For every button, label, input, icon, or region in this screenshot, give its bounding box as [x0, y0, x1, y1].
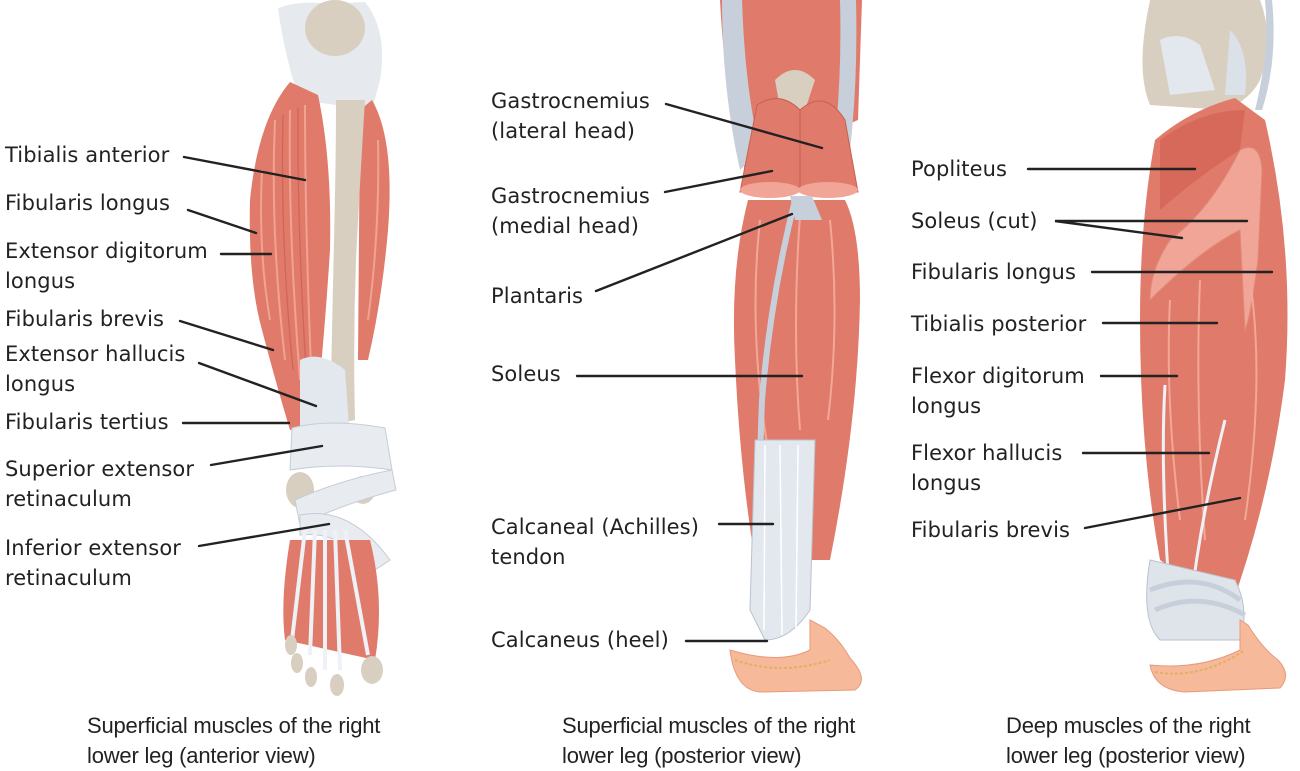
label-fibularis-longus-deep: Fibularis longus	[911, 260, 1076, 284]
label-plantaris: Plantaris	[491, 284, 584, 308]
label-gastrocnemius-medial-head: Gastrocnemius(medial head)	[491, 184, 650, 238]
label-fibularis-brevis-deep: Fibularis brevis	[911, 518, 1071, 542]
anterior-leg-illustration	[249, 0, 397, 696]
label-fibularis-tertius: Fibularis tertius	[5, 410, 169, 434]
label-tibialis-posterior: Tibialis posterior	[911, 312, 1087, 336]
posterior-superficial-leg-illustration	[720, 0, 862, 693]
label-fibularis-longus: Fibularis longus	[5, 191, 170, 215]
posterior-deep-leg-illustration	[1140, 0, 1288, 693]
leader-lines	[178, 102, 1274, 643]
label-soleus-cut: Soleus (cut)	[911, 209, 1038, 233]
label-tibialis-anterior: Tibialis anterior	[5, 143, 170, 167]
label-calcaneus-heel: Calcaneus (heel)	[491, 628, 669, 652]
label-calcaneal-achilles-tendon: Calcaneal (Achilles)tendon	[491, 515, 699, 569]
label-fibularis-brevis: Fibularis brevis	[5, 307, 165, 331]
label-popliteus: Popliteus	[911, 157, 1008, 181]
label-gastrocnemius-lateral-head: Gastrocnemius(lateral head)	[491, 89, 650, 143]
label-soleus: Soleus	[491, 362, 561, 386]
